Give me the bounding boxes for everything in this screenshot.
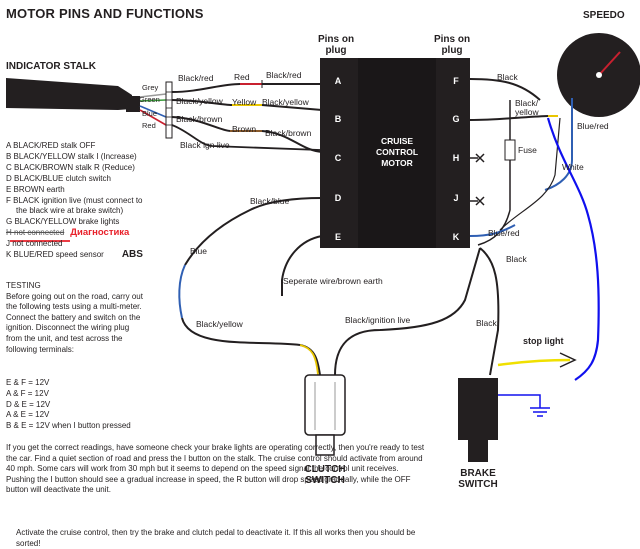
motor-label: CRUISE CONTROL MOTOR	[375, 136, 419, 168]
stalk-connector	[165, 81, 173, 139]
pin-e: E	[334, 232, 341, 242]
wire-label-black-yellow-g: Black/ yellow	[515, 98, 539, 117]
legend-h-text: H not connected	[6, 228, 65, 238]
legend-line-k: K BLUE/RED speed sensor ABS	[6, 249, 143, 261]
test-value: A & F = 12V	[6, 388, 49, 398]
wire-label-black-f: Black	[497, 72, 518, 82]
indicator-stalk	[6, 78, 167, 126]
legend-line: G BLACK/YELLOW brake lights	[6, 217, 120, 227]
legend-line: A BLACK/RED stalk OFF	[6, 141, 96, 150]
test-value: B & E = 12V when I button pressed	[6, 421, 131, 431]
wire-label-grey: Grey	[142, 83, 159, 92]
wire-label-separate-earth: Seperate wire/brown earth	[283, 276, 383, 286]
wire-label-black-k: Black	[506, 254, 527, 264]
wire-label-black-brown-2: Black/brown	[265, 128, 312, 138]
testing-section: TESTING Before going out on the road, ca…	[6, 281, 143, 355]
pin-legend: A BLACK/RED stalk OFF B BLACK/YELLOW sta…	[6, 141, 143, 261]
pin-d: D	[334, 193, 342, 203]
wire-label-white: White	[562, 162, 584, 172]
wire-label-black-lower: Black	[476, 318, 497, 328]
pin-a: A	[334, 76, 342, 86]
wire-label-black-blue: Black/blue	[250, 196, 290, 206]
testing-line: from the unit, and test across the	[6, 333, 123, 343]
legend-line: J not connected	[6, 239, 63, 249]
pin-c: C	[334, 153, 342, 163]
wire-label-black-red-1: Black/red	[178, 73, 214, 83]
legend-line: the black wire at brake switch)	[16, 206, 124, 216]
testing-line: Before going out on the road, carry out	[6, 291, 143, 301]
legend-k-text: K BLUE/RED speed sensor	[6, 250, 104, 260]
test-value: A & E = 12V	[6, 410, 50, 420]
speedo-gauge	[557, 33, 640, 117]
pin-j: J	[453, 193, 459, 203]
wire-label-fuse: Fuse	[518, 145, 537, 155]
wire-label-red: Red	[142, 121, 156, 130]
wire-label-blue-clutch: Blue	[190, 246, 208, 256]
legend-line: D BLACK/BLUE clutch switch	[6, 173, 111, 183]
pin-k: K	[452, 232, 460, 242]
pin-g: G	[452, 114, 460, 124]
pins-on-plug-right: Pins on plug	[433, 34, 471, 56]
test-values: E & F = 12V A & F = 12V D & E = 12V A & …	[6, 378, 131, 432]
testing-line: the following tests using a multi-meter.	[6, 302, 142, 312]
stop-light-annotation: stop light	[523, 336, 564, 346]
legend-line: B BLACK/YELLOW stalk I (Increase)	[6, 151, 137, 161]
wire-label-black-ign-live: Black ign live	[180, 140, 230, 150]
wire-label-red-main: Red	[234, 72, 250, 82]
pins-on-plug-left: Pins on plug	[317, 34, 355, 56]
wire-label-black-yellow-1: Black/yellow	[176, 96, 223, 106]
page-title: MOTOR PINS AND FUNCTIONS	[6, 6, 204, 21]
testing-line: Connect the battery and switch on the	[6, 312, 141, 322]
instructions-paragraph: If you get the correct readings, have so…	[6, 443, 425, 495]
wire-label-green: Green	[139, 95, 160, 104]
pin-b: B	[334, 114, 342, 124]
wire-label-blue: Blue	[142, 109, 158, 118]
wire-label-blue-red-speedo: Blue/red	[577, 121, 609, 131]
wire-label-black-red-2: Black/red	[266, 70, 302, 80]
test-value: E & F = 12V	[6, 378, 50, 387]
instructions-paragraph-2: Activate the cruise control, then try th…	[16, 528, 416, 548]
wire-label-blue-red-k: Blue/red	[488, 228, 520, 238]
legend-line-h: H not connected Диагностика	[6, 227, 143, 239]
legend-line: E BROWN earth	[6, 184, 65, 194]
testing-line: ignition. Disconnect the wiring plug	[6, 323, 130, 333]
pin-h: H	[452, 153, 460, 163]
indicator-stalk-label: INDICATOR STALK	[6, 61, 96, 72]
wire-label-black-yellow-2: Black/yellow	[262, 97, 309, 107]
test-value: D & E = 12V	[6, 399, 51, 409]
brake-switch-label: BRAKE SWITCH	[458, 468, 498, 490]
wire-label-black-ignition-live: Black/ignition live	[345, 315, 411, 325]
diagnostics-annotation: Диагностика	[70, 227, 130, 239]
wire-label-yellow: Yellow	[232, 97, 257, 107]
wire-label-brown: Brown	[232, 124, 257, 134]
speedo-label: SPEEDO	[583, 10, 625, 21]
abs-annotation: ABS	[121, 249, 143, 261]
motor-unit	[320, 58, 470, 248]
testing-title: TESTING	[6, 281, 41, 290]
pin-f: F	[453, 76, 459, 86]
legend-line: F BLACK ignition live (must connect to	[6, 195, 143, 205]
brake-switch	[458, 378, 498, 462]
legend-line: C BLACK/BROWN stalk R (Reduce)	[6, 162, 135, 172]
clutch-switch	[304, 374, 346, 456]
clutch-switch-label: CLUTCH SWITCH	[304, 464, 346, 486]
wire-label-black-brown-1: Black/brown	[176, 114, 223, 124]
wire-label-black-yellow-left: Black/yellow	[196, 319, 243, 329]
testing-line: following terminals:	[6, 344, 75, 354]
